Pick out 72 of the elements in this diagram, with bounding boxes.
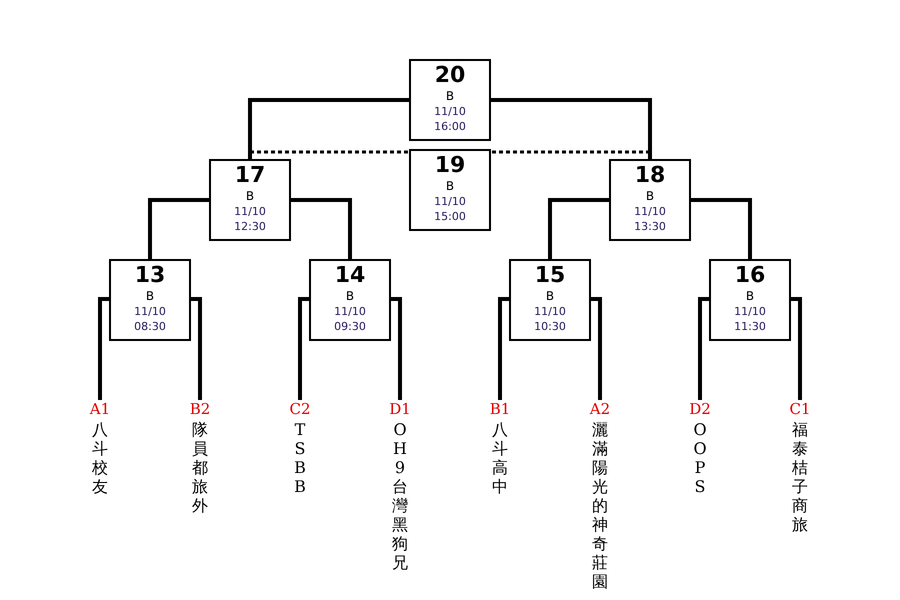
match-number: 13 — [134, 264, 166, 288]
seed-label: A1 — [90, 400, 110, 418]
bracket-line — [498, 297, 509, 400]
seed-label: B1 — [490, 400, 510, 418]
group-label: B — [246, 188, 254, 204]
bracket-line — [148, 198, 209, 259]
group-label: B — [446, 88, 454, 104]
match-date: 11/10 — [634, 204, 666, 219]
bracket-line — [248, 98, 409, 159]
dotted-bracket-line — [248, 150, 409, 159]
match-box — [109, 259, 191, 341]
match-date: 11/10 — [434, 104, 466, 119]
match-box — [209, 159, 291, 241]
seed-label: A2 — [590, 400, 610, 418]
match-number: 19 — [434, 154, 466, 178]
match-box — [609, 159, 691, 241]
seed-label: C2 — [289, 400, 311, 418]
team-name: 隊員都旅外 — [191, 420, 209, 515]
match-number: 20 — [434, 64, 466, 88]
match-time: 16:00 — [434, 119, 466, 134]
match-box — [509, 259, 591, 341]
match-time: 12:30 — [234, 219, 266, 234]
bracket-line — [298, 297, 309, 400]
group-label: B — [646, 188, 654, 204]
group-label: B — [746, 288, 754, 304]
match-time: 10:30 — [534, 319, 566, 334]
team-name: 八斗高中 — [491, 420, 509, 496]
match-date: 11/10 — [734, 304, 766, 319]
match-time: 15:00 — [434, 209, 466, 224]
match-date: 11/10 — [134, 304, 166, 319]
match-number: 14 — [334, 264, 366, 288]
match-number: 18 — [634, 164, 666, 188]
match-box — [709, 259, 791, 341]
match-time: 11:30 — [734, 319, 766, 334]
bracket-line — [791, 297, 802, 400]
match-time: 09:30 — [334, 319, 366, 334]
match-time: 13:30 — [634, 219, 666, 234]
team-name: OH9 台灣黑狗兄 — [391, 420, 409, 572]
bracket-line — [591, 297, 602, 400]
seed-label: B2 — [190, 400, 210, 418]
match-box — [409, 59, 491, 141]
match-date: 11/10 — [434, 194, 466, 209]
team-name: 福泰桔子商旅 — [791, 420, 809, 534]
match-number: 15 — [534, 264, 566, 288]
bracket-line — [98, 297, 109, 400]
group-label: B — [546, 288, 554, 304]
group-label: B — [446, 178, 454, 194]
match-time: 08:30 — [134, 319, 166, 334]
team-name: 八斗校友 — [91, 420, 109, 496]
bracket-line — [548, 198, 609, 259]
seed-label: D2 — [689, 400, 711, 418]
match-number: 16 — [734, 264, 766, 288]
dotted-bracket-line — [491, 150, 652, 159]
bracket-line — [191, 297, 202, 400]
match-date: 11/10 — [234, 204, 266, 219]
match-box — [409, 149, 491, 231]
bracket-line — [491, 98, 652, 159]
match-number: 17 — [234, 164, 266, 188]
group-label: B — [146, 288, 154, 304]
seed-label: C1 — [789, 400, 811, 418]
bracket-line — [691, 198, 752, 259]
team-name: OOPS — [692, 420, 708, 496]
seed-label: D1 — [389, 400, 411, 418]
match-date: 11/10 — [534, 304, 566, 319]
group-label: B — [346, 288, 354, 304]
match-date: 11/10 — [334, 304, 366, 319]
team-name: TSBB — [293, 420, 307, 496]
bracket-line — [291, 198, 352, 259]
team-name: 灑滿陽光的神奇莊園 — [591, 420, 609, 591]
bracket-line — [698, 297, 709, 400]
bracket-line — [391, 297, 402, 400]
match-box — [309, 259, 391, 341]
